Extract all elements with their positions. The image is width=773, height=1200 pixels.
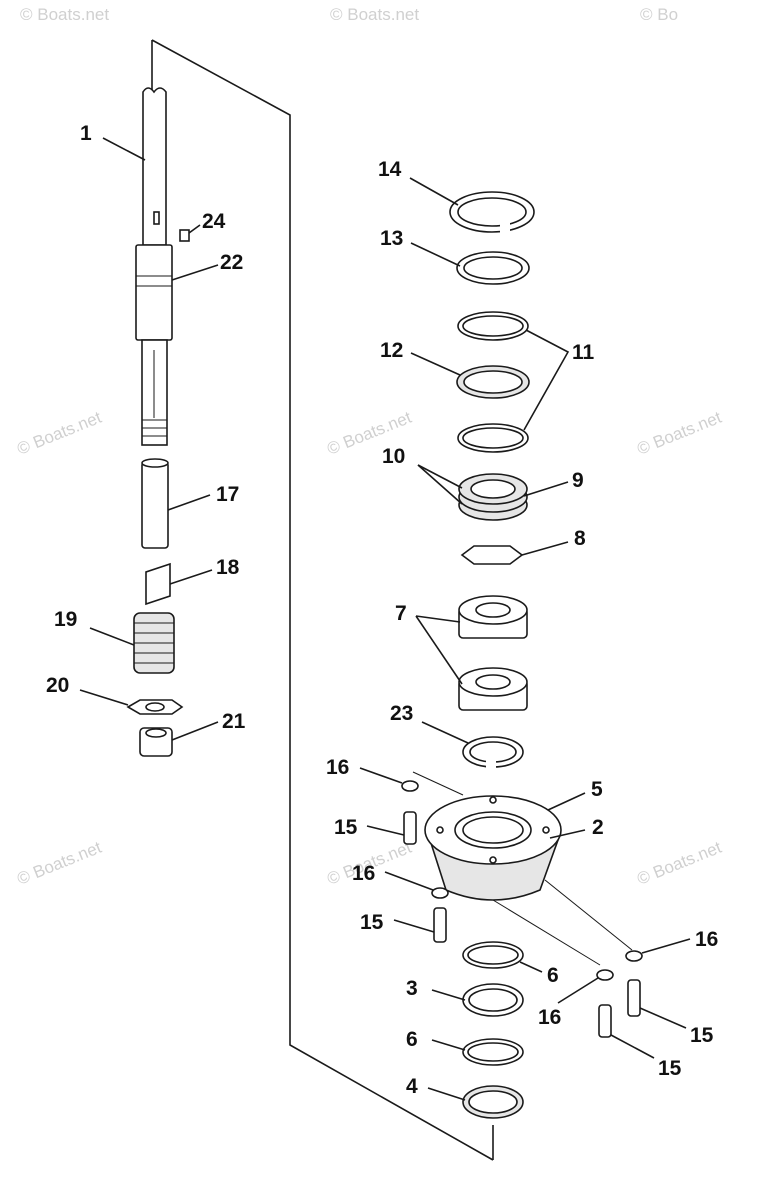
part-seals-10 bbox=[458, 473, 528, 521]
leader-line bbox=[544, 879, 633, 951]
watermark: © Boats.net bbox=[634, 838, 724, 889]
part-washer-20 bbox=[126, 699, 184, 715]
part-o-ring-6-lower bbox=[462, 1038, 524, 1066]
watermark: © Boats.net bbox=[20, 5, 109, 24]
part-ring-13 bbox=[456, 251, 530, 285]
part-washer-16-d bbox=[596, 969, 614, 981]
leader-line bbox=[412, 771, 464, 796]
callout-15-d: 15 bbox=[658, 1057, 682, 1080]
leader-line bbox=[492, 899, 601, 966]
part-snap-ring-23 bbox=[462, 736, 524, 772]
callout-2: 2 bbox=[592, 816, 604, 839]
callout-14: 14 bbox=[378, 158, 402, 181]
watermark: © Bo bbox=[640, 5, 678, 24]
callout-16-b: 16 bbox=[352, 862, 375, 885]
callout-13: 13 bbox=[380, 227, 403, 250]
callout-10: 10 bbox=[382, 445, 405, 468]
callout-9: 9 bbox=[572, 469, 584, 492]
callout-21: 21 bbox=[222, 710, 246, 733]
part-bolt-15-a bbox=[403, 811, 417, 845]
callout-8: 8 bbox=[574, 527, 586, 550]
callout-15-c: 15 bbox=[690, 1024, 714, 1047]
callout-6-a: 6 bbox=[547, 964, 559, 987]
callout-17: 17 bbox=[216, 483, 239, 506]
part-bearing-7-upper bbox=[458, 595, 528, 639]
callout-11: 11 bbox=[572, 341, 595, 364]
watermark: © Boats.net bbox=[330, 5, 419, 24]
callout-20: 20 bbox=[46, 674, 69, 697]
part-spring-19 bbox=[133, 612, 175, 674]
callout-4: 4 bbox=[406, 1075, 418, 1098]
callout-7: 7 bbox=[395, 602, 407, 625]
part-bolt-15-d bbox=[598, 1004, 612, 1038]
callout-18: 18 bbox=[216, 556, 240, 579]
callout-5: 5 bbox=[591, 778, 603, 801]
callout-12: 12 bbox=[380, 339, 403, 362]
part-shim-11-lower bbox=[457, 423, 529, 453]
callout-23: 23 bbox=[390, 702, 413, 725]
part-bearing-housing-2 bbox=[424, 795, 562, 901]
part-bearing-7-lower bbox=[458, 667, 528, 711]
part-bolt-15-c bbox=[627, 979, 641, 1017]
callout-16-d: 16 bbox=[538, 1006, 561, 1029]
callout-16-a: 16 bbox=[326, 756, 349, 779]
part-clip-18 bbox=[145, 562, 171, 606]
watermark: © Boats.net bbox=[14, 408, 104, 459]
callout-15-a: 15 bbox=[334, 816, 358, 839]
part-nut-21 bbox=[139, 727, 173, 757]
watermark-layer: © Boats.net © Boats.net © Bo © Boats.net… bbox=[14, 5, 724, 889]
assembly-outline bbox=[151, 39, 494, 1161]
callout-22: 22 bbox=[220, 251, 243, 274]
part-washer-16-b bbox=[431, 887, 449, 899]
part-shaft bbox=[135, 87, 173, 446]
part-washer-16-a bbox=[401, 780, 419, 792]
part-key-24 bbox=[179, 229, 190, 242]
part-ring-12 bbox=[456, 365, 530, 399]
callout-6-b: 6 bbox=[406, 1028, 418, 1051]
part-washer-16-c bbox=[625, 950, 643, 962]
callout-15-b: 15 bbox=[360, 911, 384, 934]
leader-lines bbox=[79, 137, 691, 1101]
part-pin-17 bbox=[141, 458, 169, 549]
callout-16-c: 16 bbox=[695, 928, 718, 951]
callout-1: 1 bbox=[80, 122, 92, 145]
part-retainer-8 bbox=[460, 545, 524, 565]
part-shim-11-upper bbox=[457, 311, 529, 341]
watermark: © Boats.net bbox=[14, 838, 104, 889]
part-bolt-15-b bbox=[433, 907, 447, 943]
watermark: © Boats.net bbox=[634, 408, 724, 459]
part-ring-4 bbox=[462, 1085, 524, 1119]
part-snap-ring-14 bbox=[449, 191, 535, 236]
callout-labels: 1 24 22 17 18 19 20 21 14 13 11 12 10 9 … bbox=[46, 122, 718, 1098]
callout-19: 19 bbox=[54, 608, 77, 631]
callout-24: 24 bbox=[202, 210, 226, 233]
part-ring-3 bbox=[462, 983, 524, 1017]
part-o-ring-6-upper bbox=[462, 941, 524, 969]
callout-3: 3 bbox=[406, 977, 418, 1000]
